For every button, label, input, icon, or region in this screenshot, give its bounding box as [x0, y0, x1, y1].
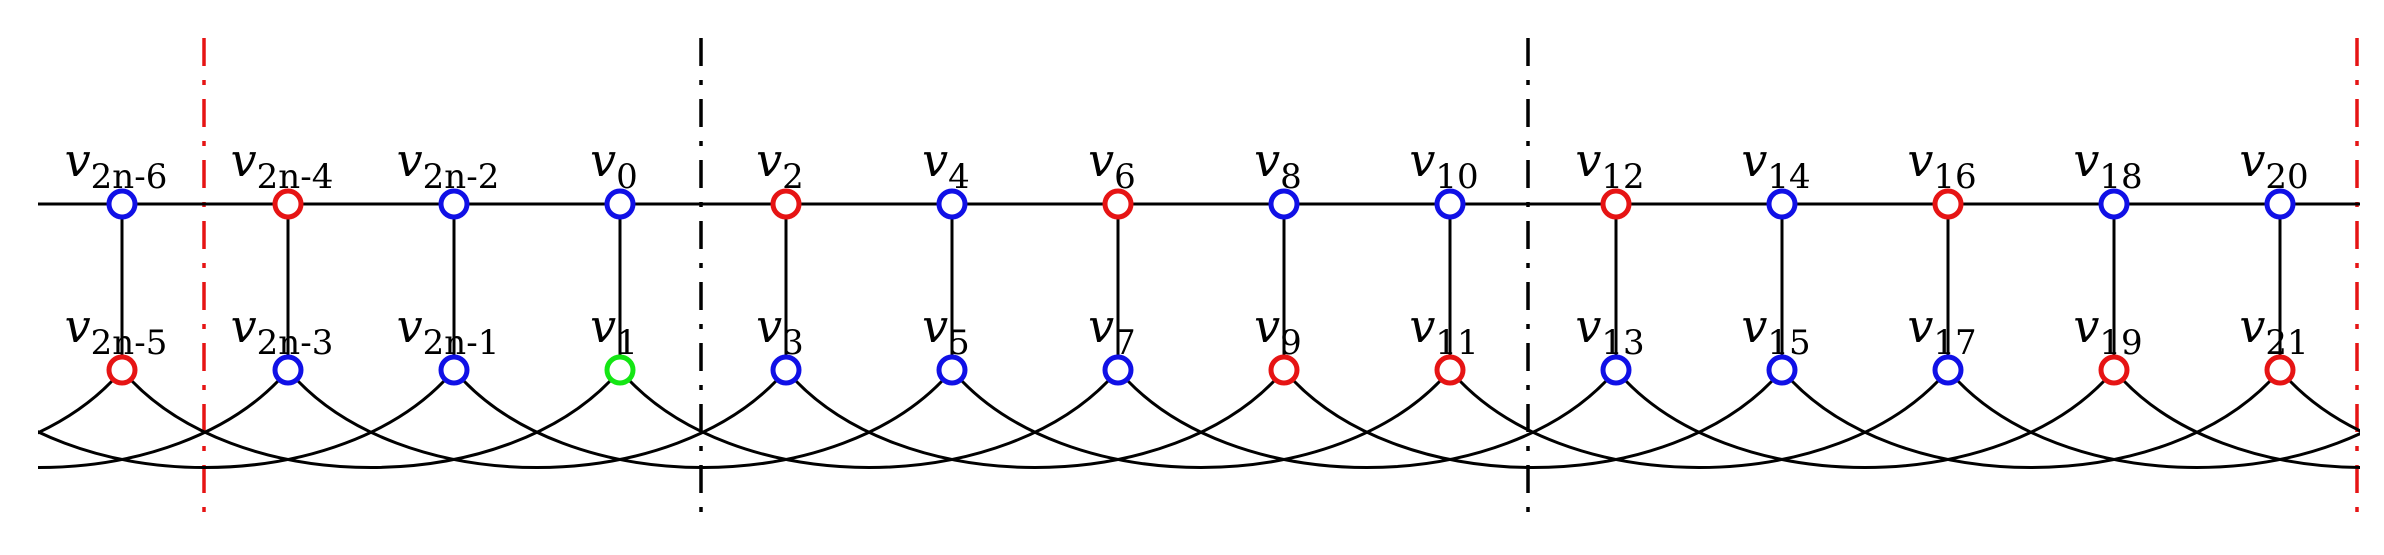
top-vertex-label: v12 — [1575, 133, 1644, 197]
top-vertex — [936, 188, 968, 220]
top-vertex — [1434, 188, 1466, 220]
bottom-vertex — [1766, 354, 1798, 386]
chord-edge — [286, 369, 788, 469]
top-vertex — [1932, 188, 1964, 220]
chord-edge-wrap — [2112, 369, 2360, 469]
top-vertex-label: v10 — [1409, 133, 1478, 197]
bottom-vertex — [1434, 354, 1466, 386]
chord-edge — [1116, 369, 1618, 469]
bottom-vertex-label: v21 — [2239, 299, 2308, 363]
bottom-vertex-label: v17 — [1907, 299, 1976, 363]
top-vertex — [2098, 188, 2130, 220]
top-vertex-label: v2n-4 — [231, 133, 334, 197]
bottom-vertex — [604, 354, 636, 386]
top-vertex — [1102, 188, 1134, 220]
bottom-vertex-label: v2n-5 — [65, 299, 168, 363]
chord-edge — [1780, 369, 2282, 469]
graph-vertices — [106, 188, 2296, 386]
top-vertex-label: v16 — [1907, 133, 1976, 197]
bottom-vertex-label: v5 — [922, 299, 970, 363]
chord-edge — [1614, 369, 2116, 469]
chord-edge — [1282, 369, 1784, 469]
top-vertex — [272, 188, 304, 220]
top-vertex-label: v0 — [590, 133, 638, 197]
bottom-vertex — [1600, 354, 1632, 386]
bottom-vertex — [438, 354, 470, 386]
bottom-vertex-label: v11 — [1409, 299, 1478, 363]
bottom-vertex-label: v2n-3 — [231, 299, 334, 363]
top-vertex-label: v18 — [2073, 133, 2142, 197]
bottom-vertex — [2098, 354, 2130, 386]
top-vertex-label: v4 — [922, 133, 970, 197]
top-vertex-label: v20 — [2239, 133, 2308, 197]
bottom-vertex-label: v1 — [590, 299, 638, 363]
chord-edge-wrap — [1946, 369, 2360, 469]
top-vertex — [770, 188, 802, 220]
chord-edge-wrap — [38, 369, 290, 469]
chord-edge — [120, 369, 622, 469]
bottom-vertex-label: v19 — [2073, 299, 2142, 363]
bottom-vertex — [106, 354, 138, 386]
bottom-vertex — [2264, 354, 2296, 386]
bottom-vertex-label: v13 — [1575, 299, 1644, 363]
bottom-vertex-label: v15 — [1741, 299, 1810, 363]
chord-edge — [452, 369, 954, 469]
vertex-labels: v2n-6 v2n-4 v2n-2 v0 v2 v4 v6 v8 v10 v12 v14 v16 v18… — [65, 133, 2309, 363]
top-vertex — [1766, 188, 1798, 220]
bottom-vertex — [1932, 354, 1964, 386]
bottom-vertex — [770, 354, 802, 386]
chord-edge-wrap — [2278, 369, 2360, 433]
bottom-vertex-label: v3 — [756, 299, 804, 363]
top-vertex-label: v2n-6 — [65, 133, 168, 197]
top-vertex-label: v2 — [756, 133, 804, 197]
bottom-vertex — [936, 354, 968, 386]
chord-edge-wrap — [38, 369, 456, 469]
bottom-vertex — [272, 354, 304, 386]
chord-edge — [1448, 369, 1950, 469]
bottom-vertex-label: v7 — [1088, 299, 1136, 363]
bottom-vertex-label: v9 — [1254, 299, 1302, 363]
top-vertex-label: v14 — [1741, 133, 1810, 197]
chord-edge-wrap — [38, 369, 124, 435]
top-vertex-label: v6 — [1088, 133, 1136, 197]
chord-edge — [784, 369, 1286, 469]
top-vertex-label: v2n-2 — [397, 133, 500, 197]
top-vertex — [106, 188, 138, 220]
top-vertex — [1600, 188, 1632, 220]
chord-edge — [950, 369, 1452, 469]
top-vertex — [1268, 188, 1300, 220]
top-vertex — [438, 188, 470, 220]
divider-lines — [202, 38, 2359, 520]
graph-edges — [38, 202, 2360, 469]
chord-edge — [618, 369, 1120, 469]
top-vertex — [2264, 188, 2296, 220]
bottom-vertex — [1268, 354, 1300, 386]
top-vertex — [604, 188, 636, 220]
top-vertex-label: v8 — [1254, 133, 1302, 197]
bottom-vertex-label: v2n-1 — [397, 299, 500, 363]
bottom-vertex — [1102, 354, 1134, 386]
